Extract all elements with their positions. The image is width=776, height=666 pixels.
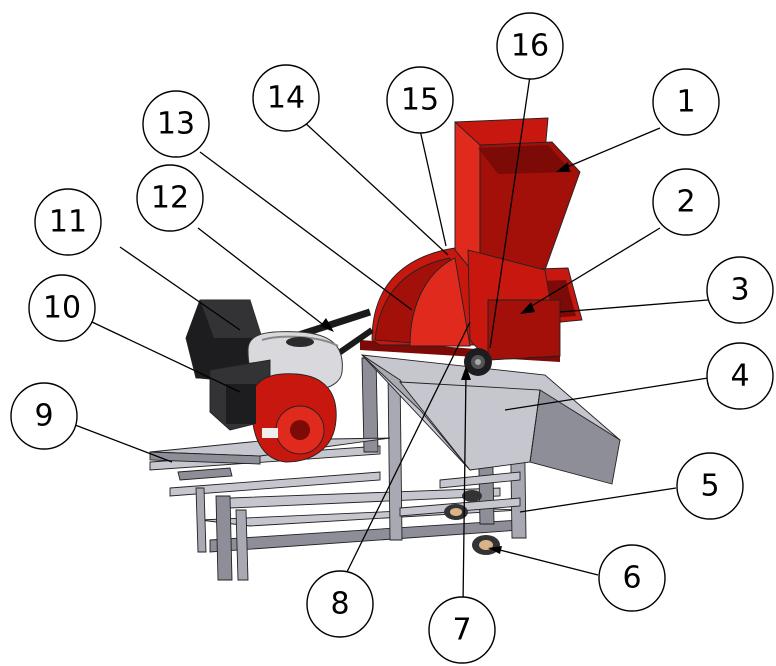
- callout-7: 7: [428, 596, 496, 664]
- callout-2: 2: [652, 168, 720, 236]
- callout-4: 4: [706, 342, 774, 410]
- callout-label: 2: [676, 185, 695, 220]
- callout-label: 9: [34, 399, 53, 434]
- callout-5: 5: [676, 452, 744, 520]
- callout-8: 8: [306, 570, 374, 638]
- callout-label: 6: [622, 561, 641, 596]
- callout-label: 15: [401, 83, 439, 118]
- rotor-bearing: [464, 348, 492, 376]
- callout-label: 14: [267, 81, 305, 116]
- callout-10: 10: [28, 274, 96, 342]
- callout-9: 9: [10, 382, 78, 450]
- engine: [185, 299, 343, 463]
- callout-13: 13: [142, 90, 210, 158]
- callout-label: 8: [330, 587, 349, 622]
- callout-6: 6: [598, 544, 666, 612]
- callout-label: 4: [730, 359, 749, 394]
- machine-housing: [360, 117, 583, 362]
- callout-11: 11: [34, 188, 102, 256]
- callout-label: 1: [676, 85, 695, 120]
- callout-1: 1: [652, 68, 720, 136]
- wheels: [444, 490, 500, 555]
- callout-label: 5: [700, 469, 719, 504]
- callout-label: 12: [151, 181, 189, 216]
- callout-3: 3: [706, 256, 774, 324]
- callout-label: 13: [157, 107, 195, 142]
- callout-15: 15: [386, 66, 454, 134]
- callout-14: 14: [252, 64, 320, 132]
- callout-16: 16: [496, 12, 564, 80]
- discharge-chute: [360, 354, 621, 485]
- callout-label: 10: [43, 291, 81, 326]
- leader-lines: [61, 75, 709, 606]
- callout-12: 12: [136, 164, 204, 232]
- callout-label: 11: [49, 205, 87, 240]
- callout-label: 16: [511, 29, 549, 64]
- callout-label: 3: [730, 273, 749, 308]
- callout-label: 7: [452, 613, 471, 648]
